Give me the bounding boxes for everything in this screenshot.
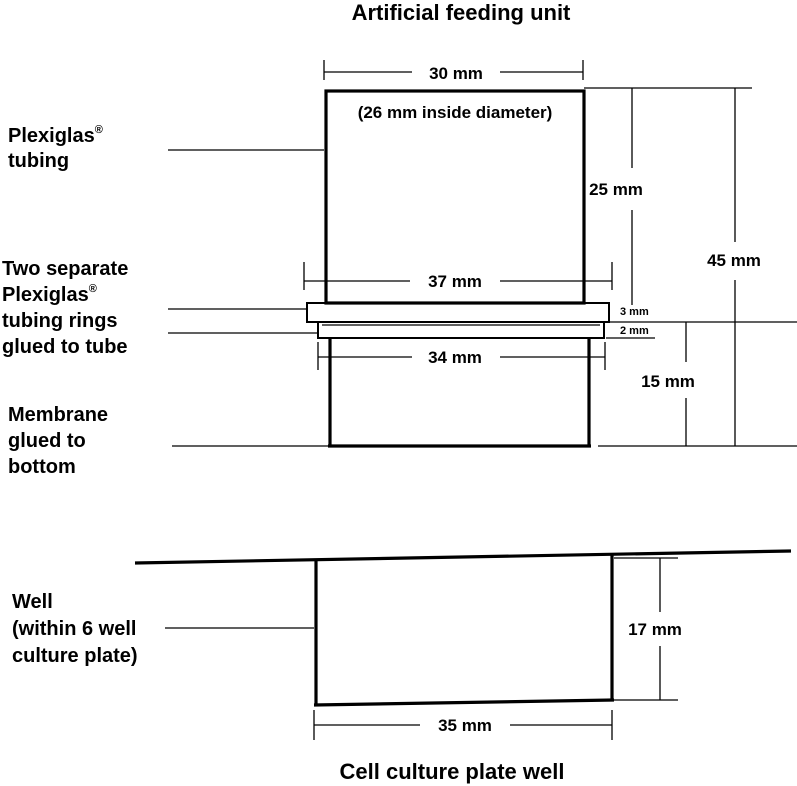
dim-ring-width: 37 mm [428, 272, 482, 291]
label-membrane-line3: bottom [8, 456, 76, 478]
dim-lower-height: 15 mm [641, 372, 695, 391]
title-top: Artificial feeding unit [352, 0, 571, 25]
dim-upper-height: 25 mm [589, 180, 643, 199]
label-rings-line4: glued to tube [2, 336, 128, 358]
dim-lower-width: 34 mm [428, 348, 482, 367]
registered-mark-2: ® [89, 283, 97, 295]
label-well-line3: culture plate) [12, 645, 138, 667]
label-rings-text2: Plexiglas [2, 284, 89, 306]
label-rings-line2: Plexiglas® [2, 283, 97, 306]
dim-total-height: 45 mm [707, 251, 761, 270]
label-tubing-line1: Plexiglas® [8, 124, 103, 147]
label-tubing-line2: tubing [8, 150, 69, 172]
dim-tube-width: 30 mm [429, 64, 483, 83]
label-rings-line3: tubing rings [2, 310, 118, 332]
dim-well-width: 35 mm [438, 716, 492, 735]
label-well-line2: (within 6 well [12, 618, 136, 640]
dim-inside-diameter: (26 mm inside diameter) [358, 103, 553, 122]
label-rings-line1: Two separate [2, 258, 128, 280]
dim-well-depth: 17 mm [628, 620, 682, 639]
label-membrane-line1: Membrane [8, 404, 108, 426]
registered-mark-1: ® [95, 124, 103, 136]
label-membrane-line2: glued to [8, 430, 86, 452]
title-bottom: Cell culture plate well [340, 759, 565, 784]
well-bottom [313, 698, 615, 707]
plate-surface [134, 549, 792, 565]
dim-ring-top-thickness: 3 mm [620, 306, 649, 318]
dim-ring-bottom-thickness: 2 mm [620, 325, 649, 337]
bottom-ring [317, 321, 605, 339]
label-tubing-text1: Plexiglas [8, 125, 95, 147]
label-well-line1: Well [12, 591, 53, 613]
top-ring [306, 302, 610, 323]
